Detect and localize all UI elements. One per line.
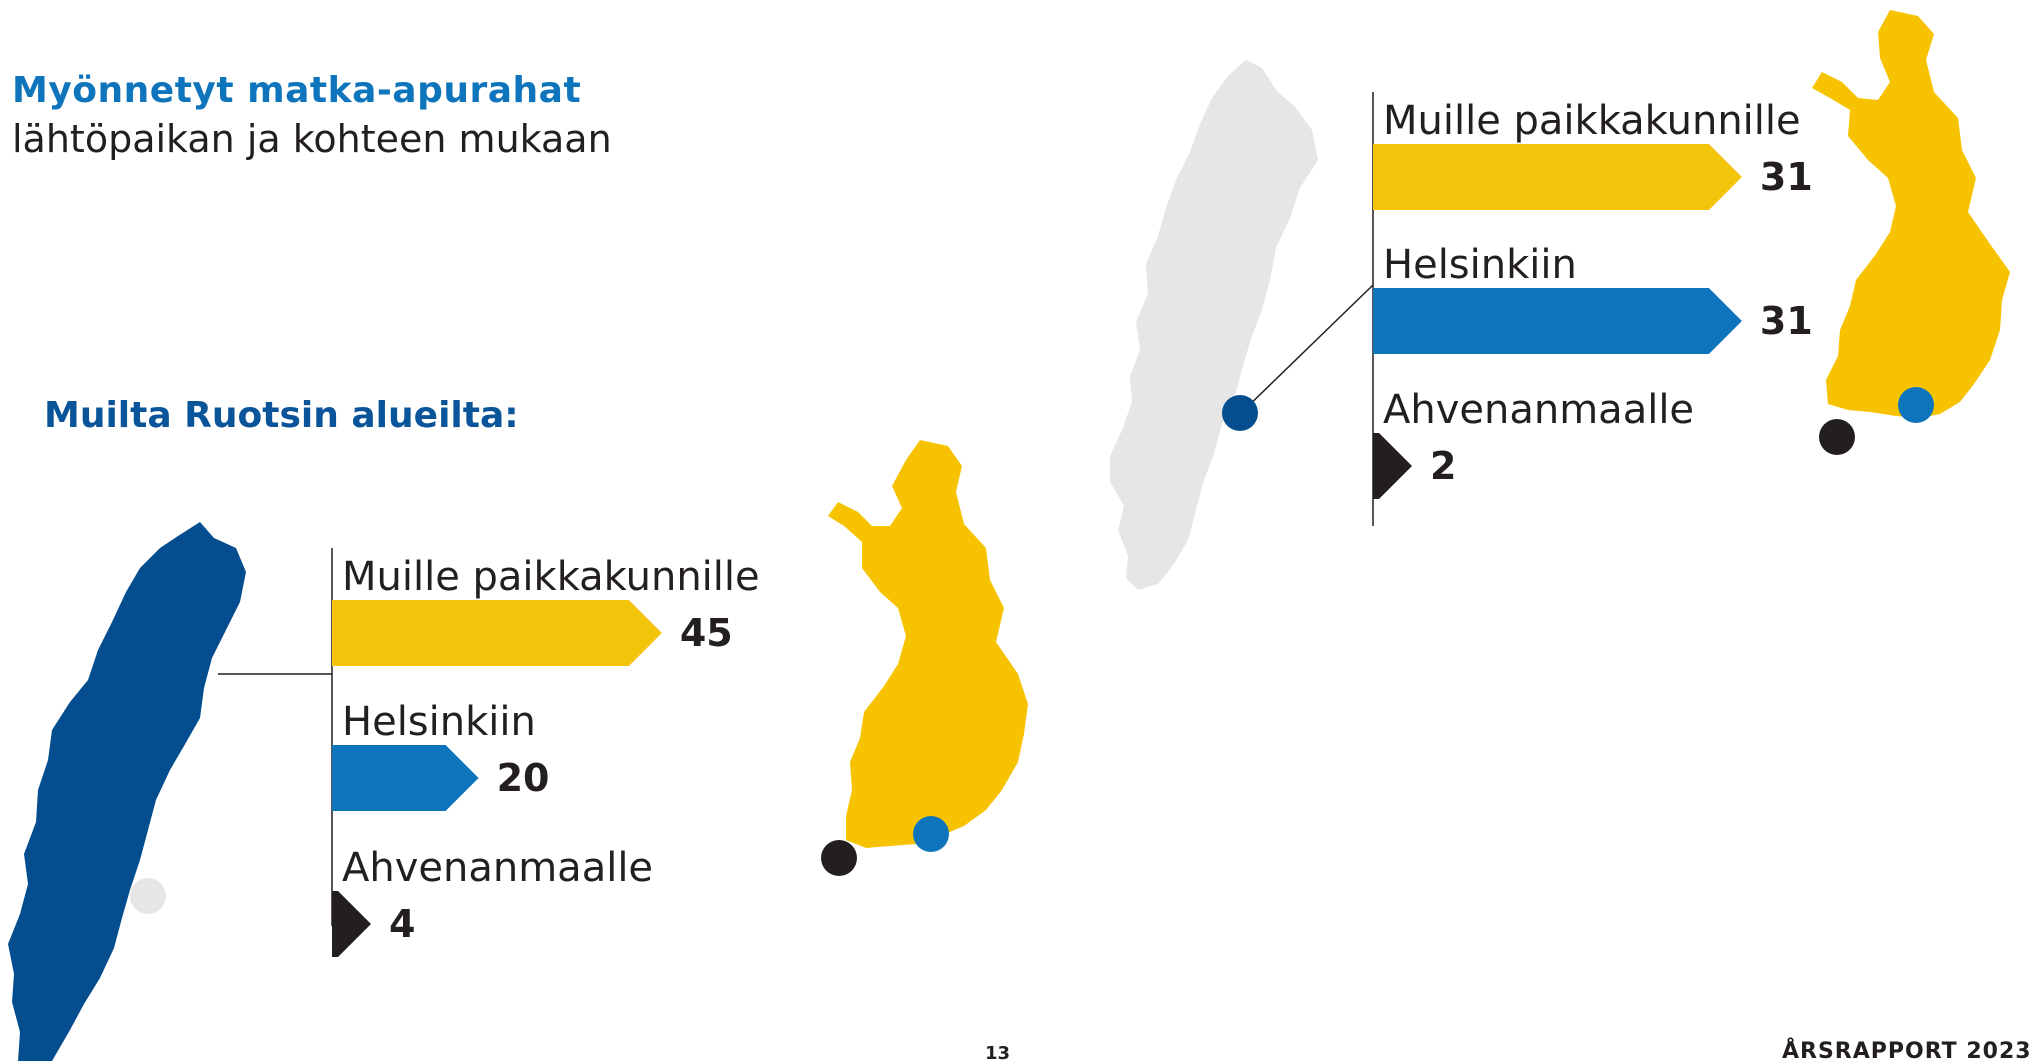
origin-marker-left xyxy=(130,878,166,914)
bar-value-label: 31 xyxy=(1760,299,1813,343)
bar-category-label: Helsinkiin xyxy=(1383,242,1577,288)
bar-value-label: 20 xyxy=(497,756,550,800)
sweden-map-grey xyxy=(1110,60,1318,590)
bar-value-label: 31 xyxy=(1760,155,1813,199)
bar-category-label: Muille paikkakunnille xyxy=(342,554,760,600)
sweden-map-blue xyxy=(8,522,246,1061)
bar-value-label: 2 xyxy=(1430,444,1456,488)
destination-aland-marker-right xyxy=(1819,419,1855,455)
bar-value-label: 45 xyxy=(680,611,733,655)
finland-map-right xyxy=(1812,10,2010,418)
page-title: Myönnetyt matka-apurahat xyxy=(12,70,582,111)
report-name: ÅRSRAPPORT 2023 xyxy=(1782,1039,2032,1064)
page-subtitle: lähtöpaikan ja kohteen mukaan xyxy=(12,117,612,161)
bar xyxy=(1373,144,1742,210)
destination-aland-marker-left xyxy=(821,840,857,876)
connector-line-right xyxy=(1240,284,1374,414)
bar xyxy=(332,600,662,666)
bar-category-label: Ahvenanmaalle xyxy=(342,845,653,891)
destination-helsinki-marker-left xyxy=(913,816,949,852)
origin-marker-right xyxy=(1222,395,1258,431)
chart-right: Muille paikkakunnille 31 Helsinkiin 31 A… xyxy=(1373,98,1813,499)
finland-map-left xyxy=(828,440,1028,848)
bar-category-label: Helsinkiin xyxy=(342,699,536,745)
bar xyxy=(332,891,371,957)
bar xyxy=(332,745,479,811)
bar xyxy=(1373,288,1742,354)
bar-value-label: 4 xyxy=(389,902,415,946)
chart-left: Muille paikkakunnille 45 Helsinkiin 20 A… xyxy=(332,554,760,957)
section-heading: Muilta Ruotsin alueilta: xyxy=(44,395,519,436)
destination-helsinki-marker-right xyxy=(1898,387,1934,423)
page-number: 13 xyxy=(985,1043,1011,1064)
bar-category-label: Muille paikkakunnille xyxy=(1383,98,1801,144)
bar xyxy=(1373,433,1412,499)
bar-category-label: Ahvenanmaalle xyxy=(1383,387,1694,433)
